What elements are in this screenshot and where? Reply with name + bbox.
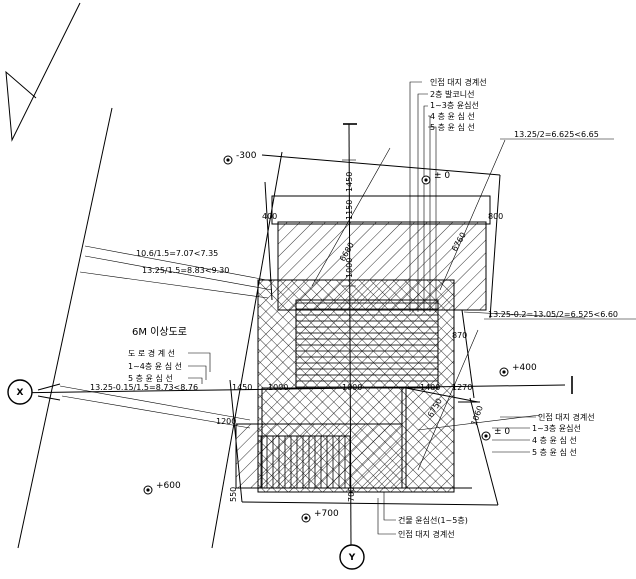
legend-bottom-item: 건물 윤심선(1~5층)	[398, 515, 468, 525]
legend-right-item: 인접 대지 경계선	[538, 412, 595, 422]
level-top-center: ± 0	[434, 171, 450, 181]
dim-400: 400	[262, 212, 277, 221]
dim-1450: 1450	[345, 172, 354, 192]
dim-550: 550	[229, 487, 238, 502]
dim-1000c: 1000	[342, 383, 362, 392]
level-top-left: -300	[236, 151, 257, 161]
north-arrow-icon	[5, 2, 81, 142]
legend-left-item: 5 층 윤 심 선	[128, 373, 173, 383]
dim-1000: 1000	[345, 258, 354, 278]
diagonal-guides	[311, 139, 506, 471]
calc-1: 10.6/1.5=7.07<7.35	[136, 249, 218, 258]
dim-700: 700	[347, 487, 356, 502]
dim-870: 870	[452, 331, 467, 340]
dim-1270: 1270	[452, 383, 472, 392]
level-marker-icon	[143, 155, 509, 523]
setback-lines	[59, 245, 586, 431]
calc-5: 13.25-0.2=13.05/2=6.525<6.60	[488, 310, 618, 319]
dimension-ticks	[342, 159, 356, 287]
axis-x-label: X	[17, 388, 24, 398]
legend-bottom: 건물 윤심선(1~5층) 인접 대지 경계선	[398, 515, 468, 539]
calc-2: 13.25/1.5=8.83<9.30	[142, 266, 229, 275]
dim-1000b: 1000	[268, 383, 288, 392]
axis-x-bubble: X	[7, 379, 33, 405]
legend-right-item: 4 층 윤 심 선	[532, 435, 577, 445]
legend-top: 인접 대지 경계선 2층 발코니선 1~3층 윤심선 4 층 윤 심 선 5 층…	[430, 77, 487, 132]
legend-top-item: 5 층 윤 심 선	[430, 122, 475, 132]
legend-top-item: 1~3층 윤심선	[430, 100, 479, 110]
legend-leaders	[188, 81, 636, 535]
dim-1200: 1200	[216, 417, 236, 426]
dim-1400: 1400	[420, 383, 440, 392]
legend-right-item: 1~3층 윤심선	[532, 423, 581, 433]
dim-1150: 1150	[345, 200, 354, 220]
calc-4: 13.25/2=6.625<6.65	[514, 130, 599, 139]
axis-y-bubble: Y	[339, 544, 365, 570]
level-labels: -300 ± 0 +400 ± 0 +600 +700	[156, 151, 537, 519]
dim-1450b: 1450	[232, 383, 252, 392]
legend-left-item: 1~4층 윤 심 선	[128, 361, 182, 371]
setback-calculations: 10.6/1.5=7.07<7.35 13.25/1.5=8.83<9.30 1…	[90, 130, 618, 392]
road-label: 6M 이상도로	[132, 326, 187, 338]
legend-top-item: 2층 발코니선	[430, 89, 474, 99]
axis-y-label: Y	[348, 553, 356, 563]
legend-right: 인접 대지 경계선 1~3층 윤심선 4 층 윤 심 선 5 층 윤 심 선	[532, 412, 595, 457]
building-footprint	[235, 195, 491, 493]
legend-top-item: 인접 대지 경계선	[430, 77, 487, 87]
level-right-mid: +400	[512, 363, 537, 373]
legend-right-item: 5 층 윤 심 선	[532, 447, 577, 457]
level-right-low: ± 0	[494, 427, 510, 437]
level-bottom-left: +600	[156, 481, 181, 491]
legend-left-item: 도 로 경 계 선	[128, 348, 175, 358]
level-bottom-center: +700	[314, 509, 339, 519]
dim-1060: 1060	[469, 404, 484, 426]
calc-3: 13.25-0.15/1.5=8.73<8.76	[90, 383, 198, 392]
dim-800: 800	[488, 212, 503, 221]
legend-left: 도 로 경 계 선 1~4층 윤 심 선 5 층 윤 심 선	[128, 348, 182, 383]
legend-bottom-item: 인접 대지 경계선	[398, 529, 455, 539]
legend-top-item: 4 층 윤 심 선	[430, 111, 475, 121]
